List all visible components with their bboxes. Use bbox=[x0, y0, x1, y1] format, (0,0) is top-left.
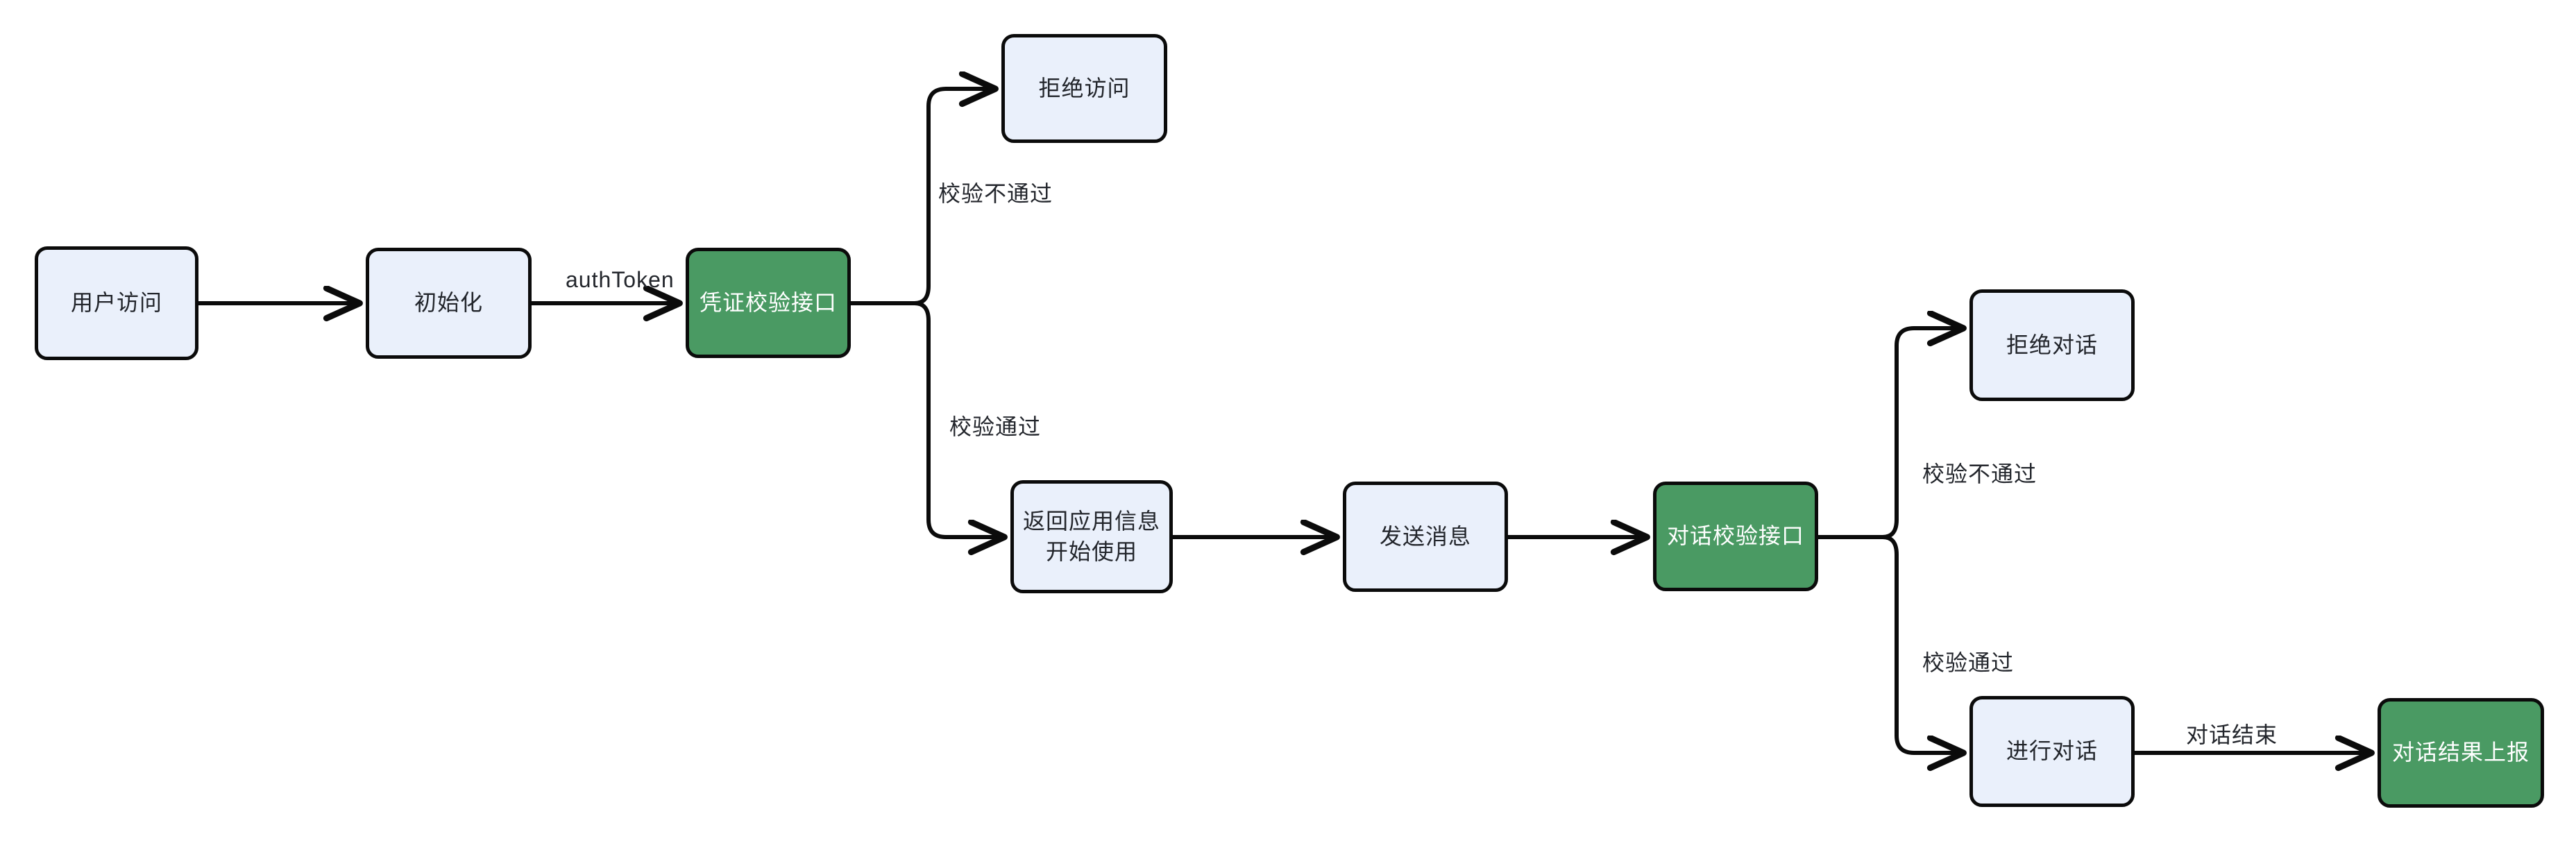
node-report-result[interactable]: 对话结果上报 bbox=[2378, 698, 2544, 808]
node-label: 拒绝对话 bbox=[2006, 332, 2098, 357]
node-label: 拒绝访问 bbox=[1038, 75, 1130, 101]
node-return-info[interactable]: 返回应用信息 开始使用 bbox=[1010, 480, 1173, 593]
edge-chat-api-to-deny-chat bbox=[1881, 328, 1962, 539]
node-label: 凭证校验接口 bbox=[699, 289, 837, 315]
edge-label-chat-end: 对话结束 bbox=[2186, 722, 2278, 747]
edge-label-auth-pass: 校验通过 bbox=[949, 414, 1042, 439]
node-label: 用户访问 bbox=[70, 290, 162, 316]
edge-label-auth-fail: 校验不通过 bbox=[938, 181, 1053, 206]
node-label-line1: 返回应用信息 bbox=[1022, 509, 1160, 534]
edge-label-auth-token: authToken bbox=[566, 267, 675, 292]
edge-label-chat-fail: 校验不通过 bbox=[1922, 461, 2037, 486]
node-label: 对话校验接口 bbox=[1666, 523, 1804, 549]
node-label: 发送消息 bbox=[1379, 523, 1471, 549]
edge-label-chat-pass: 校验通过 bbox=[1922, 650, 2015, 675]
node-auth-api[interactable]: 凭证校验接口 bbox=[686, 248, 851, 358]
node-label: 进行对话 bbox=[2006, 738, 2098, 764]
node-chat-api[interactable]: 对话校验接口 bbox=[1653, 482, 1818, 591]
node-user-access[interactable]: 用户访问 bbox=[35, 246, 198, 360]
node-label: 初始化 bbox=[414, 290, 483, 316]
node-do-chat[interactable]: 进行对话 bbox=[1969, 696, 2135, 807]
node-label-line2: 开始使用 bbox=[1045, 538, 1137, 564]
node-init[interactable]: 初始化 bbox=[366, 248, 532, 359]
node-send-message[interactable]: 发送消息 bbox=[1343, 482, 1508, 592]
node-deny-access[interactable]: 拒绝访问 bbox=[1001, 34, 1167, 143]
node-label: 对话结果上报 bbox=[2391, 740, 2530, 765]
node-deny-chat[interactable]: 拒绝对话 bbox=[1969, 289, 2135, 401]
